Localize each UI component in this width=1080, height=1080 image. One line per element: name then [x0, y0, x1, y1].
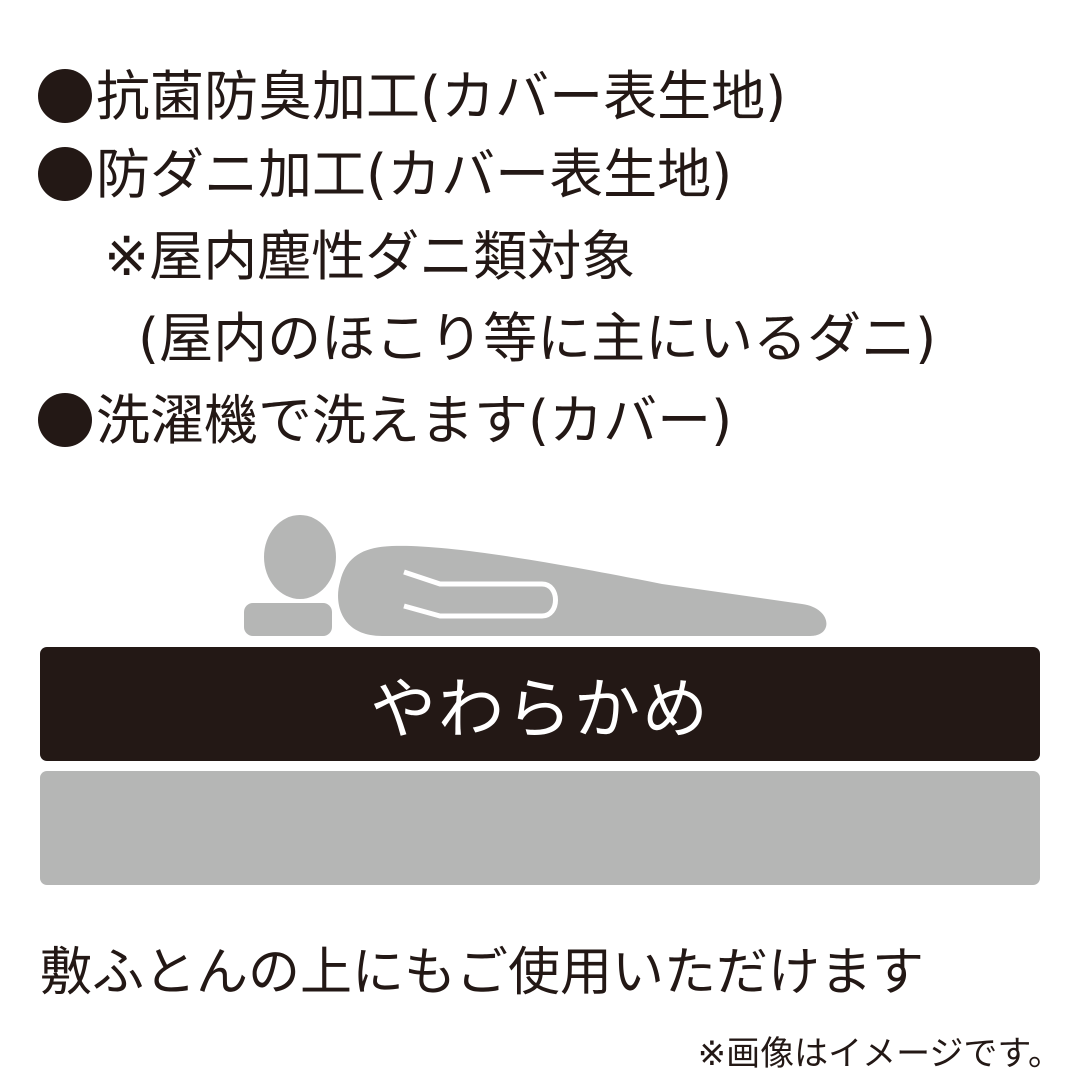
bullet-icon [38, 393, 92, 447]
image-disclaimer: ※画像はイメージです。 [697, 1034, 1062, 1074]
feature-item-antibacterial: 抗菌防臭加工(カバー表生地) [38, 62, 786, 132]
feature-item-washable: 洗濯機で洗えます(カバー) [38, 386, 732, 456]
base-futon-layer [40, 771, 1040, 885]
feature-item-anti-mite: 防ダニ加工(カバー表生地) [38, 140, 732, 210]
feature-text: ※屋内塵性ダニ類対象 [104, 225, 636, 288]
person-lying-icon [242, 512, 842, 646]
bullet-icon [38, 69, 92, 123]
feature-note-mite-detail: (屋内のほこり等に主にいるダニ) [138, 304, 936, 374]
firmness-label: やわらかめ [370, 671, 710, 748]
feature-text: 洗濯機で洗えます(カバー) [96, 389, 733, 452]
feature-text: 防ダニ加工(カバー表生地) [96, 143, 733, 206]
soft-layer-label-bar: やわらかめ [40, 647, 1040, 761]
feature-note-mite-type: ※屋内塵性ダニ類対象 [104, 222, 635, 292]
usage-text: 敷ふとんの上にもご使用いただけます [40, 943, 925, 1003]
feature-text: 抗菌防臭加工(カバー表生地) [96, 65, 787, 128]
feature-text: (屋内のほこり等に主にいるダニ) [138, 307, 937, 370]
bullet-icon [38, 147, 92, 201]
